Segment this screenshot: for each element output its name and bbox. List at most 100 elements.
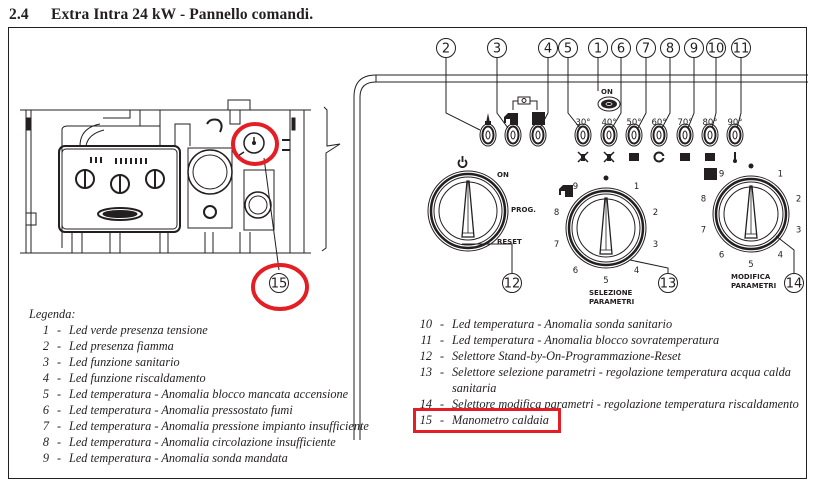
legend-item-dash: - [56,403,62,417]
legend-item-text: Led temperatura - Anomalia circolazione … [69,435,336,449]
led-temp-label: 40° [601,118,616,128]
radiator-icon [704,168,717,180]
callout-number: 8 [666,42,674,57]
led-7 [625,123,643,147]
callout-number: 11 [733,42,750,57]
flame-off-icon [577,151,589,163]
dial-scale-number: 6 [719,250,724,260]
callout-8: 8 [660,38,680,129]
legend-item-number: 8 [42,435,49,449]
callout-number: 6 [617,42,625,57]
legend-item: 9-Led temperatura - Anomalia sonda manda… [29,450,369,466]
legend-item-dash: - [56,323,62,337]
legend-item-dash: - [56,435,62,449]
legend-item-continuation: sanitaria [452,381,497,395]
dial-scale-number: 7 [554,240,559,250]
callout-number: 4 [544,42,552,57]
legend-item-dash: - [439,397,445,411]
selector-12-labels: ON PROG. RESET [497,171,536,246]
dial-scale-number: 8 [554,208,559,218]
selector-14-label-line1: MODIFICA [731,273,771,281]
led-temp-label: 30° [575,118,590,128]
led-temp-label: 70° [677,118,692,128]
selector-14-knob[interactable] [712,175,790,253]
flame-off-icon [603,151,615,163]
dial-scale-number: 2 [796,195,801,205]
legend-item-text: Led verde presenza tensione [69,323,208,337]
pump-icon [653,151,665,163]
boiler-overview [20,99,341,271]
callout-number: 3 [493,42,501,57]
dial-scale-number: 6 [573,266,578,276]
callout-13: 13 [629,259,678,293]
dial-scale-number: 8 [701,195,706,205]
led-10 [701,123,719,147]
callout-number: 1 [594,42,602,57]
dial-scale-number: 1 [634,182,639,192]
led-8 [650,123,668,147]
dial-13-zero-dot [603,175,609,181]
legend-item-number: 13 [419,365,432,379]
legend-item-number: 2 [42,339,49,353]
legend-item-dash: - [439,349,445,363]
led-9 [676,123,694,147]
figure-frame [8,27,807,479]
thermometer-icon [733,152,737,163]
legend-item-dash: - [439,333,445,347]
selector-13-label-line1: SELEZIONE [589,289,633,297]
legend-item-text: Selettore selezione parametri - regolazi… [452,365,791,379]
legend-item-dash: - [56,419,62,433]
callout-15-highlight [251,263,309,311]
selector-14-labels: MODIFICA PARAMETRI [731,273,776,290]
callout-10: 10 [706,38,726,129]
callout-number: 14 [786,277,803,292]
legend-item: 8-Led temperatura - Anomalia circolazion… [29,434,369,450]
callout-7: 7 [636,38,656,129]
selector-12-knob[interactable] [427,170,509,252]
flame-icon [485,113,491,125]
legend-item: 11-Led temperatura - Anomalia blocco sov… [412,332,799,348]
led-1 [597,96,621,112]
dial-scale-number: 5 [603,276,608,286]
dial-scale-number: 3 [796,225,801,235]
callout-number: 7 [642,42,650,57]
manometer-highlight [231,122,279,166]
led-temp-label: 80° [702,118,717,128]
legend-item: 12-Selettore Stand-by-On-Programmazione-… [412,348,799,364]
legend-item-text: Led funzione riscaldamento [69,371,206,385]
section-number: 2.4 [9,6,29,23]
tap-icon [559,185,573,197]
led-5 [574,123,592,147]
legend-item: 15-Manometro caldaia [412,412,799,428]
callout-6: 6 [611,38,631,129]
callout-number: 15 [271,277,288,292]
legend-item-text: Led temperatura - Anomalia sonda mandata [69,451,288,465]
legend-item-dash: - [56,371,62,385]
legend-right: 10-Led temperatura - Anomalia sonda sani… [412,316,799,428]
legend-item-text: Led temperatura - Anomalia sonda sanitar… [452,317,673,331]
legend-item-dash: - [56,339,62,353]
tap-icon [504,113,518,125]
legend-item-number: 5 [42,387,49,401]
legend-item: 3-Led funzione sanitario [29,354,369,370]
legend-item-dash: - [439,317,445,331]
selector-13-knob[interactable] [565,187,647,269]
legend-item: 1-Led verde presenza tensione [29,322,369,338]
dial-14-zero-dot [748,163,754,169]
exchanger-icon [680,153,690,161]
legend-item-text: Manometro caldaia [452,413,549,427]
led-temp-label: 90° [727,118,742,128]
power-icon [457,156,468,169]
led-6 [600,123,618,147]
dial-scale-number: 3 [653,240,658,250]
callout-3: 3 [487,38,509,129]
callout-number: 9 [690,42,698,57]
led-temp-label: 50° [626,118,641,128]
tap-icon [705,153,715,161]
legend-item-number: 11 [420,333,432,347]
dial-scale-number: 9 [573,182,578,192]
callout-5: 5 [558,38,581,129]
